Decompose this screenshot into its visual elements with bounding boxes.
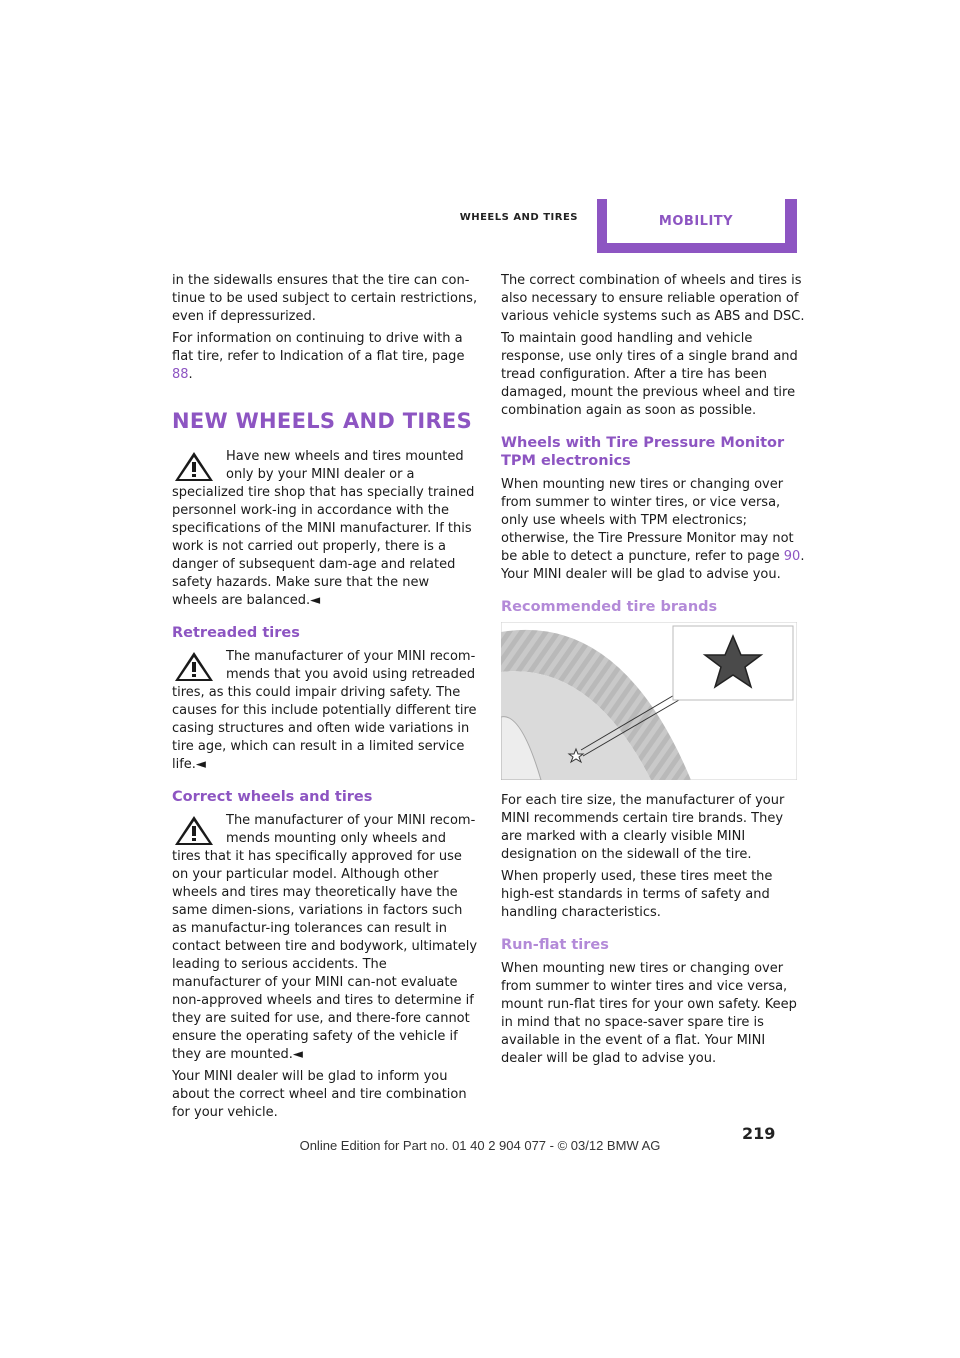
runflat-title: Run-flat tires	[501, 937, 609, 953]
combination-paragraph: The correct combination of wheels and ti…	[501, 273, 805, 324]
star-marking-icon	[702, 634, 764, 689]
correct-wheels-warning: The manufacturer of your MINI recom-mend…	[172, 812, 478, 1062]
chapter-tab-inner: Mobility	[607, 199, 785, 243]
correct-wheels-title: Correct wheels and tires	[172, 789, 373, 805]
page-number: 219	[742, 1124, 776, 1143]
left-column: in the sidewalls ensures that the tire c…	[172, 272, 478, 1126]
new-wheels-warning: Have new wheels and tires mounted only b…	[172, 448, 475, 608]
dealer-info-paragraph: Your MINI dealer will be glad to inform …	[172, 1069, 467, 1120]
intro-paragraph: in the sidewalls ensures that the tire c…	[172, 273, 478, 324]
warning-triangle-icon	[172, 448, 216, 484]
right-column: The correct combination of wheels and ti…	[501, 272, 807, 1072]
flat-tire-reference: For information on continuing to drive w…	[172, 331, 465, 382]
runflat-paragraph: When mounting new tires or changing over…	[501, 961, 797, 1066]
warning-triangle-icon	[172, 812, 216, 848]
chapter-tab: Mobility	[597, 199, 797, 253]
brands-paragraph: For each tire size, the manufacturer of …	[501, 793, 785, 862]
brands-title: Recommended tire brands	[501, 599, 718, 615]
warning-triangle-icon	[172, 648, 216, 684]
tpm-paragraph: When mounting new tires or changing over…	[501, 477, 805, 582]
star-marking-icon	[567, 747, 585, 764]
edition-footer: Online Edition for Part no. 01 40 2 904 …	[299, 1138, 661, 1153]
tpm-title: Wheels with Tire Pressure Monitor TPM el…	[501, 435, 785, 469]
handling-paragraph: To maintain good handling and vehicle re…	[501, 331, 798, 418]
page-link-88[interactable]: 88	[172, 367, 189, 382]
tire-illustration	[501, 622, 797, 780]
section-header: Wheels and tires	[459, 212, 578, 223]
standards-paragraph: When properly used, these tires meet the…	[501, 869, 773, 920]
retreaded-title: Retreaded tires	[172, 625, 300, 641]
new-wheels-title: New wheels and tires	[172, 409, 472, 433]
page-link-90[interactable]: 90	[783, 549, 801, 564]
chapter-label: Mobility	[658, 213, 734, 229]
retreaded-warning: The manufacturer of your MINI recom-mend…	[172, 648, 477, 772]
tire-star-figure	[501, 622, 797, 780]
